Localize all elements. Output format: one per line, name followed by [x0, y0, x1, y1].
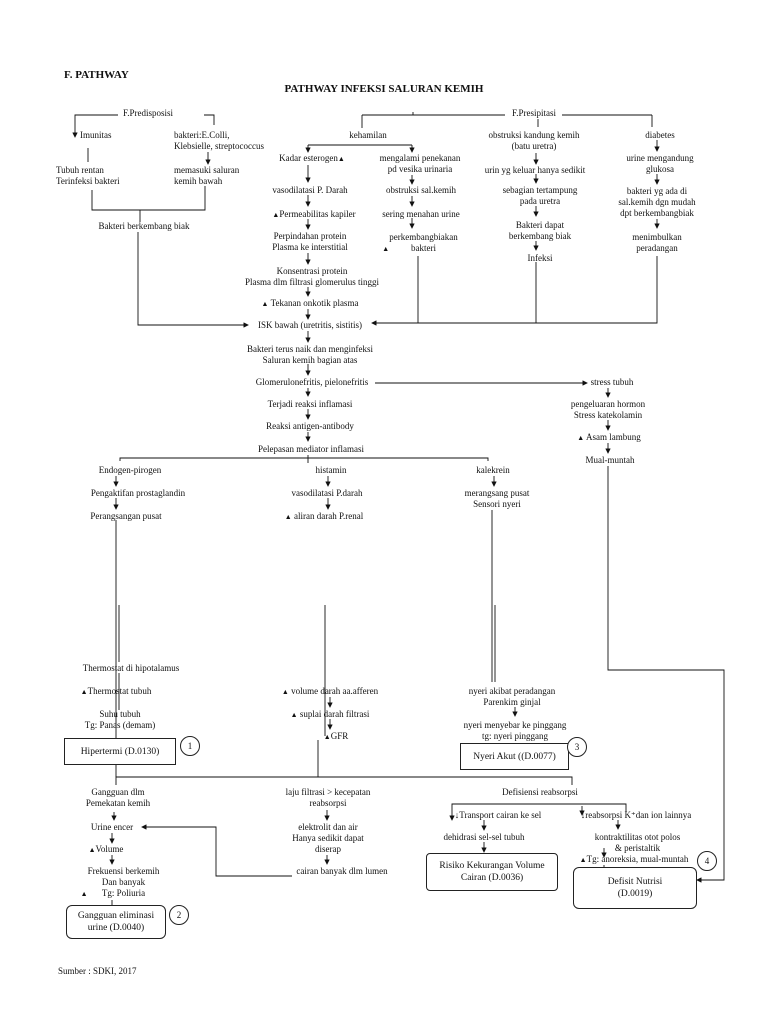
- node-merangsang: merangsang pusat Sensori nyeri: [464, 488, 530, 509]
- node-sebagian-tertampung: sebagian tertampung pada uretra: [502, 185, 578, 206]
- node-kehamilan: kehamilan: [349, 130, 387, 140]
- node-memasuki: memasuki saluran kemih bawah: [174, 165, 240, 186]
- badge-4: 4: [697, 851, 717, 871]
- diagnosis-hipertermi: Hipertermi (D.0130): [64, 738, 176, 765]
- node-reabsorpsi-k: ↓reabsorpsi K⁺dan ion lainnya: [580, 810, 692, 820]
- node-histamin: histamin: [315, 465, 347, 476]
- diagram-title: PATHWAY INFEKSI SALURAN KEMIH: [284, 83, 484, 95]
- badge-1: 1: [180, 736, 200, 756]
- node-menimbulkan: menimbulkan peradangan: [632, 232, 682, 253]
- node-thermostat-hipotalamus: Thermostat di hipotalamus: [82, 663, 180, 673]
- node-kontraktilitas: ▲kontraktilitas otot polos & peristaltik…: [579, 832, 689, 864]
- node-defisiensi: Defisiensi reabsorpsi: [502, 787, 578, 797]
- node-predisposisi: F.Predisposisi: [122, 108, 174, 119]
- node-elektrolit: elektrolit dan air Hanya sedikit dapat d…: [292, 822, 364, 854]
- node-dehidrasi: dehidrasi sel-sel tubuh: [443, 832, 525, 842]
- node-mediator: Pelepasan mediator inflamasi: [258, 444, 364, 454]
- node-tubuh-rentan: Tubuh rentan Terinfeksi bakteri: [56, 165, 120, 186]
- node-vasodilatasi: vasodilatasi P. Darah: [272, 185, 348, 195]
- node-gfr: ▲GFR: [323, 731, 349, 741]
- node-presipitasi: F.Presipitasi: [511, 108, 557, 119]
- node-berkembang: Bakteri berkembang biak: [98, 221, 190, 231]
- node-perkembangbiakan: ▲perkembangbiakan bakteri: [382, 232, 458, 253]
- diagnosis-gangguan-eliminasi: Gangguan eliminasi urine (D.0040): [66, 905, 166, 939]
- node-sering-menahan: sering menahan urine: [382, 209, 460, 219]
- diagnosis-defisit-nutrisi: Defisit Nutrisi (D.0019): [573, 867, 697, 909]
- node-laju-filtrasi: laju filtrasi > kecepatan reabsorpsi: [285, 787, 371, 808]
- node-hormon: pengeluaran hormon Stress katekolamin: [570, 399, 646, 420]
- badge-2: 2: [169, 905, 189, 925]
- node-bakteri-dapat: Bakteri dapat berkembang biak: [508, 220, 572, 241]
- node-vasodilatasi-darah: vasodilatasi P.darah: [291, 488, 363, 498]
- node-obstruksi-sal: obstruksi sal.kemih: [386, 185, 456, 195]
- node-frekuensi: ▲Frekuensi berkemih Dan banyak Tg: Poliu…: [80, 866, 160, 898]
- node-asam-lambung: ▲ Asam lambung: [577, 432, 641, 442]
- node-infeksi: Infeksi: [527, 253, 553, 263]
- diagnosis-risiko-kekurangan: Risiko Kekurangan Volume Cairan (D.0036): [426, 853, 558, 891]
- node-nyeri-akibat: nyeri akibat peradangan Parenkim ginjal: [468, 686, 556, 707]
- node-bakteri-naik: Bakteri terus naik dan menginfeksi Salur…: [247, 344, 373, 365]
- node-nyeri-menyebar: nyeri menyebar ke pinggang tg: nyeri pin…: [463, 720, 567, 741]
- node-bakteri: bakteri:E.Colli, Klebsielle, streptococc…: [174, 130, 264, 151]
- node-cairan-lumen: cairan banyak dlm lumen: [296, 866, 388, 876]
- node-bakteri-yg: bakteri yg ada di sal.kemih dgn mudah dp…: [618, 186, 696, 218]
- node-volume-darah: ▲ volume darah aa.afferen: [281, 686, 379, 696]
- node-obstruksi-kandung: obstruksi kandung kemih (batu uretra): [488, 130, 580, 151]
- node-perpindahan-protein: Perpindahan protein Plasma ke interstiti…: [272, 231, 348, 252]
- node-kadar-esterogen: Kadar esterogen▲: [279, 153, 345, 163]
- node-diabetes: diabetes: [645, 130, 675, 140]
- node-urine-encer: Urine encer: [90, 822, 134, 832]
- diagnosis-nyeri-akut: Nyeri Akut ((D.0077): [460, 743, 569, 770]
- node-tekanan-onkotik: ▲ Tekanan onkotik plasma: [261, 298, 359, 308]
- section-heading: F. PATHWAY: [64, 69, 129, 81]
- node-suhu-tubuh: Suhu tubuh Tg: Panas (demam): [84, 709, 156, 730]
- node-aliran-darah: ▲ aliran darah P.renal: [284, 511, 364, 521]
- node-mual-muntah: Mual-muntah: [585, 455, 635, 465]
- node-prostaglandin: Pengaktifan prostaglandin: [90, 488, 186, 498]
- node-imunitas: Imunitas: [80, 130, 112, 140]
- node-urin-sedikit: urin yg keluar hanya sedikit: [484, 165, 586, 175]
- node-konsentrasi: Konsentrasi protein Plasma dlm filtrasi …: [245, 266, 379, 287]
- node-thermostat-tubuh: ▲Thermostat tubuh: [80, 686, 152, 696]
- node-gangguan-pemekatan: Gangguan dlm Pemekatan kemih: [85, 787, 151, 808]
- node-reaksi-inflamasi: Terjadi reaksi inflamasi: [267, 399, 353, 409]
- source-note: Sumber : SDKI, 2017: [58, 966, 137, 976]
- badge-3: 3: [567, 737, 587, 757]
- node-permeabilitas: ▲Permeabilitas kapiler: [272, 209, 356, 219]
- node-perangsangan: Perangsangan pusat: [90, 511, 162, 521]
- node-stress-tubuh: stress tubuh: [590, 377, 634, 387]
- node-penekanan: mengalami penekanan pd vesika urinaria: [379, 153, 461, 174]
- node-isk-bawah: ISK bawah (uretritis, sistitis): [258, 320, 362, 330]
- node-antigen-antibody: Reaksi antigen-antibody: [266, 421, 354, 431]
- node-transport: ↓Transport cairan ke sel: [454, 810, 542, 820]
- node-urine-glukosa: urine mengandung glukosa: [626, 153, 694, 174]
- node-endogen: Endogen-pirogen: [98, 465, 162, 476]
- node-kalekrein: kalekrein: [476, 465, 510, 476]
- node-volume: ▲Volume: [88, 844, 124, 854]
- node-glomerulonefritis: Glomerulonefritis, pielonefritis: [255, 377, 369, 387]
- node-suplai-darah: ▲ suplai darah filtrasi: [290, 709, 370, 719]
